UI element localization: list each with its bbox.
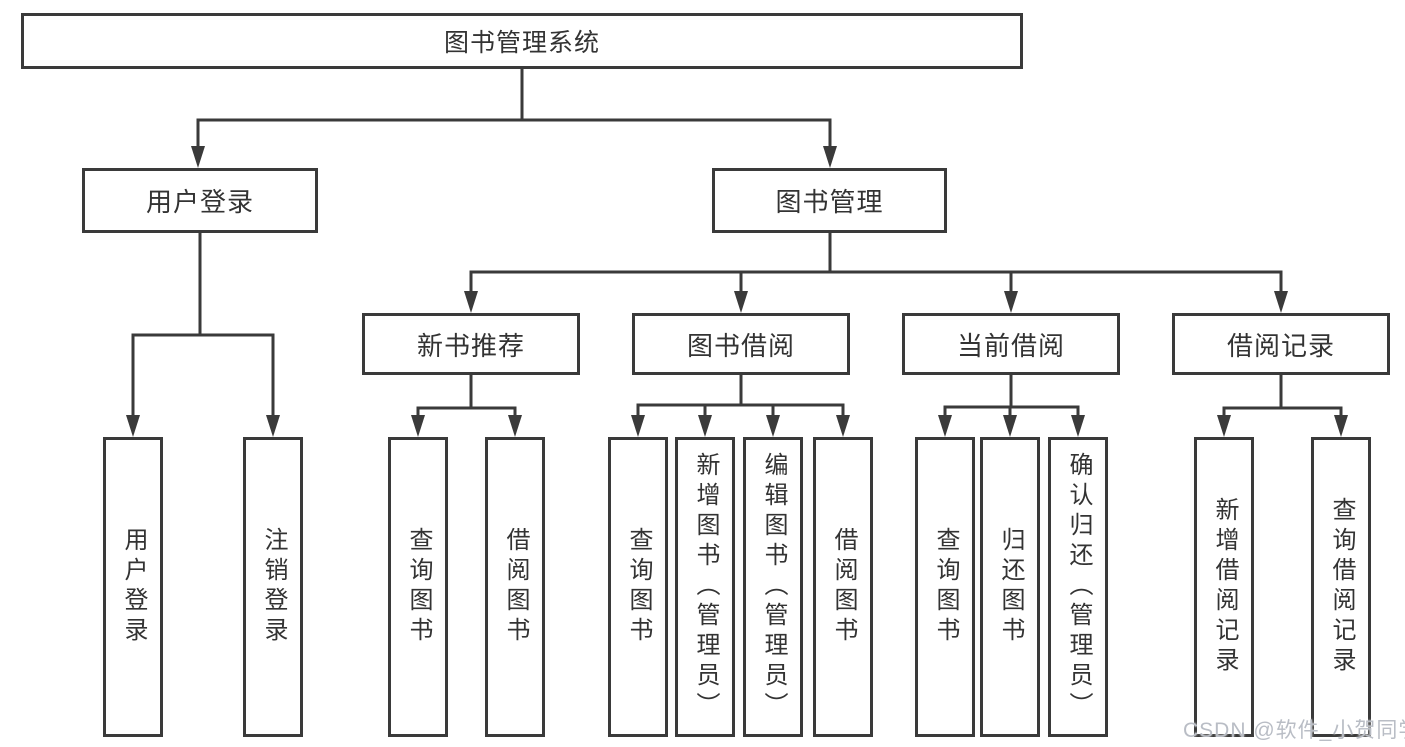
node-borrowing-records: 借阅记录 — [1172, 313, 1390, 375]
node-new-book-recommend: 新书推荐 — [362, 313, 580, 375]
leaf-query-books-current: 查询图书 — [915, 437, 975, 737]
leaf-borrow-books-recommend: 借阅图书 — [485, 437, 545, 737]
leaf-query-borrow-record: 查询借阅记录 — [1311, 437, 1371, 737]
leaf-logout: 注销登录 — [243, 437, 303, 737]
node-book-management: 图书管理 — [712, 168, 947, 233]
leaf-user-login: 用户登录 — [103, 437, 163, 737]
leaf-query-books-recommend: 查询图书 — [388, 437, 448, 737]
node-current-borrowing: 当前借阅 — [902, 313, 1120, 375]
leaf-add-borrow-record: 新增借阅记录 — [1194, 437, 1254, 737]
leaf-edit-book-admin: 编辑图书（管理员） — [743, 437, 803, 737]
leaf-return-book: 归还图书 — [980, 437, 1040, 737]
leaf-add-book-admin: 新增图书（管理员） — [675, 437, 735, 737]
node-user-login: 用户登录 — [82, 168, 318, 233]
leaf-borrow-books: 借阅图书 — [813, 437, 873, 737]
watermark: CSDN @软件_小贺同学 — [1183, 719, 1405, 742]
node-book-borrowing: 图书借阅 — [632, 313, 850, 375]
node-library-system: 图书管理系统 — [21, 13, 1023, 69]
leaf-query-books-borrow: 查询图书 — [608, 437, 668, 737]
leaf-confirm-return-admin: 确认归还（管理员） — [1048, 437, 1108, 737]
